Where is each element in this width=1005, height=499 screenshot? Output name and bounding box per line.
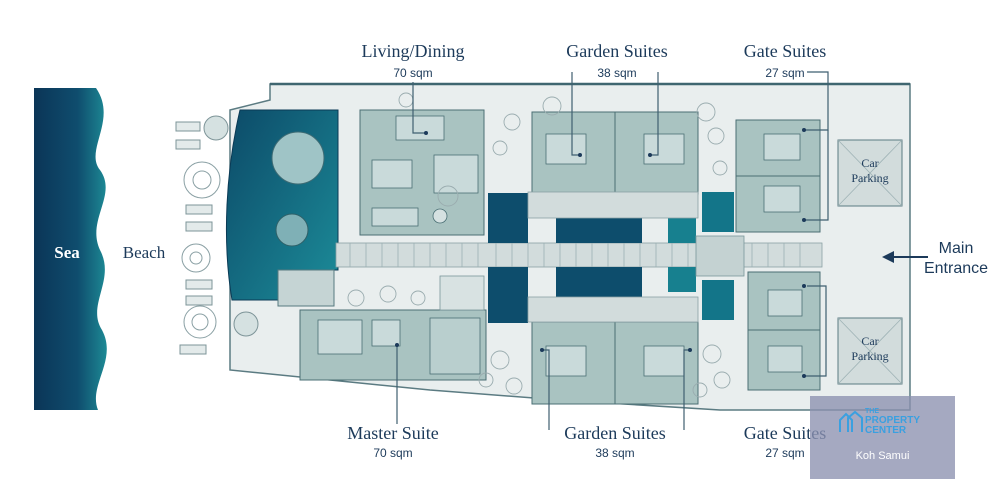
leader-dots — [395, 128, 806, 378]
gate-suites-bottom-size: 27 sqm — [765, 446, 804, 460]
car-parking-top — [837, 139, 903, 207]
garden-suites-top-title: Garden Suites — [566, 41, 667, 61]
sea-area — [34, 88, 107, 410]
master-suite-block — [299, 275, 487, 381]
car-parking-bottom-line2: Parking — [851, 349, 888, 363]
garden-suites-bottom-size: 38 sqm — [595, 446, 634, 460]
car-parking-bottom — [837, 317, 903, 385]
car-parking-bottom-line1: Car — [861, 334, 878, 348]
watermark-line3: CENTER — [865, 425, 907, 436]
car-parking-top-line2: Parking — [851, 171, 888, 185]
property-center-logo-text: THE PROPERTY CENTER — [865, 408, 945, 436]
living-dining-pavilion — [359, 109, 485, 236]
palm-trees — [181, 161, 221, 339]
main-entrance-label-line1: Main — [939, 240, 974, 257]
garden-suites-top-block — [527, 111, 699, 219]
living-dining-size: 70 sqm — [393, 66, 432, 80]
property-center-watermark: THE PROPERTY CENTER Koh Samui — [810, 396, 955, 479]
pool-umbrella-top — [271, 131, 325, 185]
watermark-line1: THE — [865, 408, 879, 415]
car-parking-top-line1: Car — [861, 156, 878, 170]
water-features — [488, 192, 734, 323]
gate-suites-top-size: 27 sqm — [765, 66, 804, 80]
gate-suites-top-block — [735, 119, 821, 233]
gate-suites-top-title: Gate Suites — [744, 41, 827, 61]
watermark-line2: PROPERTY — [865, 415, 921, 426]
main-entrance-label-line2: Entrance — [924, 260, 988, 277]
watermark-location: Koh Samui — [855, 450, 910, 462]
beach-furniture — [175, 115, 259, 355]
living-dining-title: Living/Dining — [362, 41, 465, 61]
central-walkway — [335, 242, 823, 268]
leader-lines — [396, 71, 829, 430]
sea-label: Sea — [54, 243, 80, 262]
master-suite-size: 70 sqm — [373, 446, 412, 460]
garden-suites-top-size: 38 sqm — [597, 66, 636, 80]
master-suite-title: Master Suite — [347, 423, 439, 443]
garden-suites-bottom-block — [527, 296, 699, 405]
beach-label: Beach — [123, 243, 166, 262]
entrance-arrow-icon — [882, 251, 928, 263]
pool-steps — [277, 269, 335, 307]
garden-suites-bottom-title: Garden Suites — [564, 423, 665, 443]
property-center-logo-icon — [839, 410, 863, 432]
pool-umbrella-mid — [275, 213, 309, 247]
gate-suites-bottom-title: Gate Suites — [744, 423, 827, 443]
entry-hall — [695, 235, 745, 277]
gate-suites-bottom-block — [747, 271, 821, 391]
